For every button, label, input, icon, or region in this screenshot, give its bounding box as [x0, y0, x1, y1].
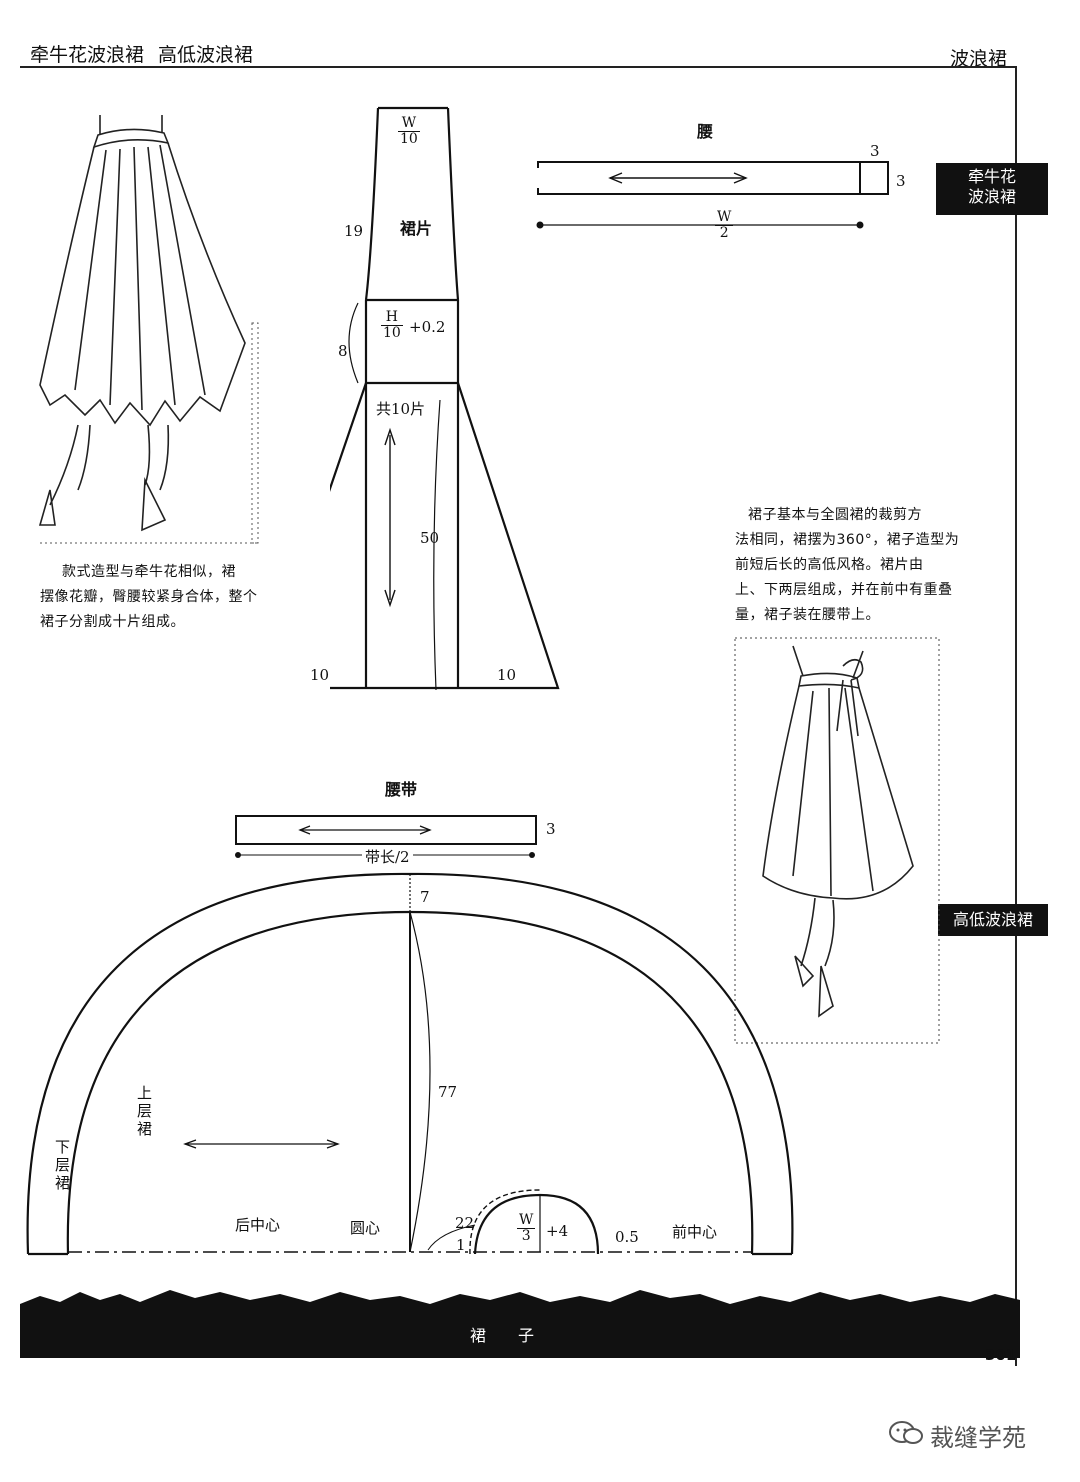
waist-circle-num: W	[517, 1212, 536, 1229]
footer-band	[20, 1290, 1020, 1358]
desc1-line-1: 款式造型与牵牛花相似，裙	[62, 564, 236, 580]
waist-label: 腰	[697, 122, 714, 141]
skirt-sketch-2	[734, 637, 940, 1044]
waist-circle-add: +4	[546, 1222, 569, 1240]
desc1-line-3: 裙子分割成十片组成。	[40, 614, 185, 630]
circle-center-label: 圆心	[350, 1219, 381, 1237]
wechat-icon	[888, 1420, 924, 1446]
circle-num-22: 22	[455, 1214, 475, 1232]
desc2-line-4: 上、下两层组成，并在前中有重叠	[735, 582, 953, 598]
waistband-diagram	[235, 815, 537, 858]
panel-top-fraction: W 10	[398, 116, 420, 147]
panel-hem-left: 10	[310, 666, 330, 684]
panel-pattern	[330, 106, 560, 691]
waist-piece-diagram	[534, 161, 889, 229]
page-number: 301	[985, 1346, 1017, 1364]
circle-num-1: 1	[456, 1236, 466, 1254]
circle-num-0.5: 0.5	[615, 1228, 639, 1246]
panel-hip-num: H	[381, 310, 403, 326]
waist-height: 3	[896, 172, 906, 190]
waistband-length: 带长/2	[362, 846, 413, 867]
upper-layer-label: 上层裙	[137, 1084, 153, 1138]
panel-hip-den: 10	[383, 325, 401, 341]
skirt-sketch-1	[38, 115, 259, 544]
waist-circle-den: 3	[521, 1228, 531, 1244]
desc2-line-5: 量，裙子装在腰带上。	[735, 607, 880, 623]
waistband-label: 腰带	[385, 780, 418, 799]
lower-layer-label: 下层裙	[55, 1138, 71, 1192]
front-center-label: 前中心	[672, 1223, 718, 1241]
panel-length-19: 19	[344, 222, 364, 240]
panel-top-den: 10	[400, 131, 418, 147]
panel-count: 共10片	[376, 400, 426, 418]
header-right-title: 波浪裙	[950, 48, 1008, 70]
side-tab-line-1: 牵牛花	[967, 167, 1016, 186]
side-tab-morning-glory[interactable]: 牵牛花 波浪裙	[936, 163, 1048, 215]
panel-label: 裙片	[400, 219, 433, 238]
circle-length-7: 7	[420, 888, 430, 906]
circle-skirt-pattern	[26, 872, 794, 1256]
footer-band-text: 裙 子	[470, 1326, 535, 1345]
desc2-line-2: 法相同，裙摆为360°，裙子造型为	[735, 532, 960, 548]
side-tab-line-2: 波浪裙	[967, 187, 1016, 206]
circle-length-77: 77	[438, 1083, 458, 1101]
side-tab-high-low[interactable]: 高低波浪裙	[938, 904, 1048, 936]
watermark-text: 裁缝学苑	[930, 1424, 1026, 1452]
waist-width-num: W	[715, 209, 734, 226]
waistband-height: 3	[546, 820, 556, 838]
back-center-label: 后中心	[235, 1216, 281, 1234]
panel-hip-fraction: H 10	[381, 310, 403, 341]
panel-length-50: 50	[420, 529, 440, 547]
panel-hip-add: +0.2	[409, 318, 446, 336]
panel-hem-right: 10	[497, 666, 517, 684]
header-title-2: 高低波浪裙	[158, 44, 254, 66]
desc1-line-2: 摆像花瓣，臀腰较紧身合体，整个	[40, 589, 258, 605]
panel-top-num: W	[398, 116, 420, 132]
page-right-rule	[1015, 66, 1017, 1366]
waist-width-fraction: W 2	[715, 209, 734, 241]
waist-width-den: 2	[719, 225, 729, 241]
desc2-line-1: 裙子基本与全圆裙的裁剪方	[748, 507, 922, 523]
desc2-line-3: 前短后长的高低风格。裙片由	[735, 557, 924, 573]
waist-circle-fraction: W 3	[517, 1212, 536, 1244]
header-title-1: 牵牛花波浪裙	[30, 44, 145, 66]
header-rule	[20, 66, 1017, 68]
waist-extension: 3	[870, 142, 880, 160]
panel-length-8: 8	[338, 342, 348, 360]
